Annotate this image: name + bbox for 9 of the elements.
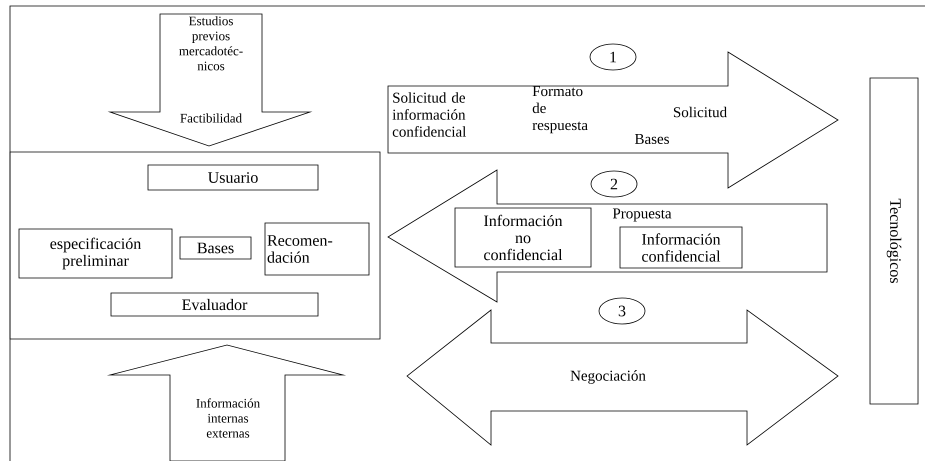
- process-box: Bases: [180, 236, 252, 260]
- process-box: especificación preliminar: [18, 228, 172, 278]
- side-box: Tecnológicos: [870, 78, 918, 404]
- process-box: Usuario: [148, 164, 318, 190]
- process-box: Información no confidencial: [454, 208, 592, 268]
- process-box: Evaluador: [110, 292, 318, 316]
- group-box: [10, 152, 380, 340]
- process-box: Información confidencial: [620, 226, 742, 268]
- process-box: Recomen-dación: [264, 222, 370, 276]
